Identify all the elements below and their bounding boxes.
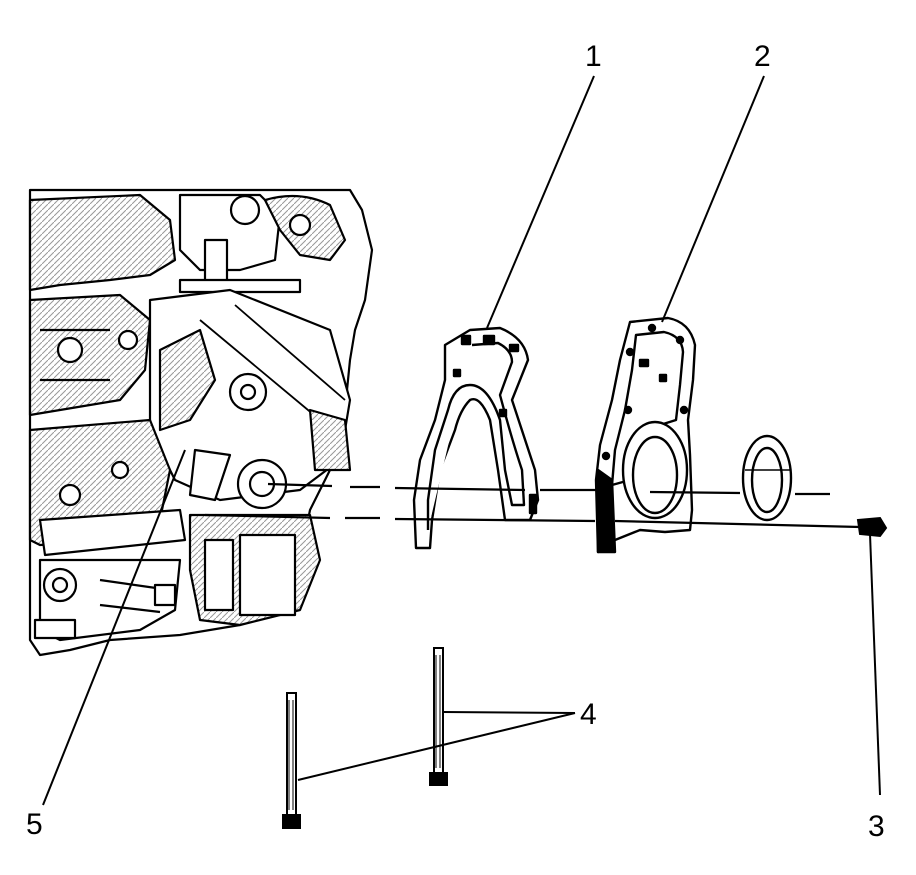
- engine-front-cover: [594, 316, 697, 554]
- leader-lines: [42, 75, 881, 806]
- callout-5: 5: [26, 808, 43, 841]
- front-cover-gasket: [412, 326, 540, 550]
- engine-block: [28, 188, 374, 657]
- callout-3: 3: [868, 810, 885, 843]
- callout-2: 2: [754, 40, 771, 73]
- callout-1: 1: [585, 40, 602, 73]
- long-bolts: [282, 647, 448, 829]
- alignment-lines: [204, 482, 861, 529]
- crankshaft-front-seal: [741, 434, 793, 522]
- cover-bolt: [856, 516, 888, 538]
- callout-4: 4: [580, 698, 597, 731]
